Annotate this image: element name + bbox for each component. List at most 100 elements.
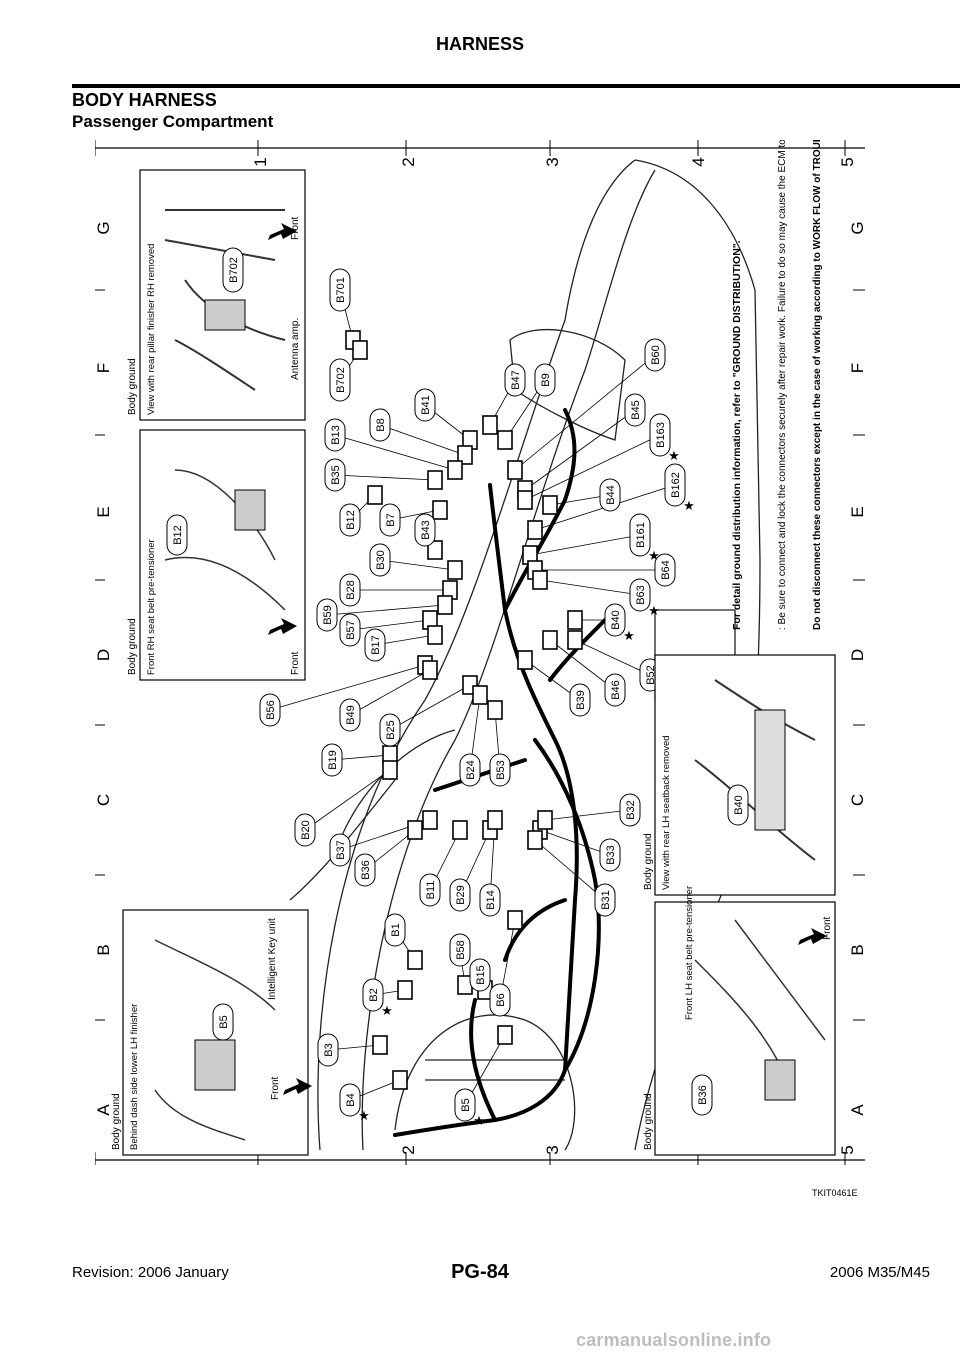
leader-line <box>544 809 631 821</box>
figure-id: TKIT0461E <box>812 1188 858 1198</box>
grid-row-label: E <box>848 506 865 517</box>
inset-label: Intelligent Key unit <box>267 918 278 1000</box>
connector-block <box>567 610 583 630</box>
connector-label: B30 <box>375 550 387 570</box>
connector-label: B41 <box>420 395 432 415</box>
connector-block <box>517 490 533 510</box>
connector-label: B6 <box>495 993 507 1006</box>
inset-label: Antenna amp. <box>290 318 301 380</box>
connector-callout: B20 <box>294 813 316 847</box>
connector-label: B14 <box>485 890 497 910</box>
inset-connector-label: B12 <box>172 525 184 545</box>
connector-label: B63 <box>635 585 647 605</box>
connector-callout: B47 <box>504 363 526 397</box>
connector-label: B58 <box>455 940 467 960</box>
connector-block <box>407 820 423 840</box>
connector-label: B53 <box>495 760 507 780</box>
connector-block <box>472 685 488 705</box>
grid-column-label: 4 <box>689 157 708 166</box>
connector-callout: B12 <box>339 503 361 537</box>
connector-callout: B24 <box>459 753 481 787</box>
inset-caption: Front RH seat belt pre-tensioner <box>146 539 157 675</box>
connector-block <box>497 430 513 450</box>
star-marker-icon: ★ <box>473 1113 485 1128</box>
connector-label: B57 <box>345 620 357 640</box>
connector-callout: B36 <box>354 853 376 887</box>
connector-callout: B161 <box>629 513 651 557</box>
grid-row-label: C <box>95 794 113 806</box>
connector-callout: B56 <box>259 693 281 727</box>
connector-block <box>457 445 473 465</box>
grid-row-label: A <box>95 1104 113 1116</box>
connector-label: B33 <box>605 845 617 865</box>
title-rule <box>72 84 960 88</box>
connector-callout: B3 <box>317 1033 339 1067</box>
connector-callout: B9 <box>534 363 556 397</box>
connector-callout: B28 <box>339 573 361 607</box>
footer-page-number: PG-84 <box>451 1261 509 1283</box>
connector-callout: B57 <box>339 613 361 647</box>
connector-callout: B31 <box>594 883 616 917</box>
connector-label: B31 <box>600 890 612 910</box>
connector-callout: B4 <box>339 1083 361 1117</box>
connector-block <box>437 595 453 615</box>
star-marker-icon: ★ <box>648 603 660 618</box>
connector-callout: B45 <box>624 393 646 427</box>
connector-label: B163 <box>655 422 667 448</box>
connector-label: B45 <box>630 400 642 420</box>
leader-line <box>539 829 611 856</box>
connector-label: B1 <box>390 923 402 936</box>
connector-block <box>452 820 468 840</box>
connector-label: B36 <box>360 860 372 880</box>
page-title: HARNESS <box>435 34 524 54</box>
connector-callout: B60 <box>644 338 666 372</box>
connector-callout: B6 <box>489 983 511 1017</box>
leader-line <box>524 434 661 501</box>
grid-column-label: 5 <box>838 157 857 166</box>
grid-column-label: 2 <box>399 1145 418 1154</box>
connector-label: B64 <box>660 560 672 580</box>
grid-row-label: F <box>95 363 113 373</box>
inset-ground-label: Body ground <box>643 833 654 890</box>
grid-row-label: G <box>848 221 865 234</box>
inset-caption: View with rear pillar finisher RH remove… <box>146 244 157 415</box>
connector-callout: B13 <box>324 418 346 452</box>
connector-callout: B25 <box>379 713 401 747</box>
grid-column-label: 3 <box>543 1145 562 1154</box>
connector-block <box>527 830 543 850</box>
connector-callout: B19 <box>321 743 343 777</box>
connector-label: B56 <box>265 700 277 720</box>
leader-line <box>326 604 446 616</box>
connector-label: B25 <box>385 720 397 740</box>
connector-callout: B46 <box>604 673 626 707</box>
connector-label: B4 <box>345 1093 357 1106</box>
connector-callout: B59 <box>316 598 338 632</box>
connector-block <box>567 630 583 650</box>
connector-callout: B11 <box>419 873 441 907</box>
connector-callout: B37 <box>329 833 351 867</box>
section-subtitle: Passenger Compartment <box>72 112 274 131</box>
connector-block <box>497 1025 513 1045</box>
leader-line <box>524 409 636 491</box>
connector-block <box>422 660 438 680</box>
connector-block <box>542 495 558 515</box>
connector-label: B161 <box>635 522 647 548</box>
connector-label: B44 <box>605 485 617 505</box>
star-marker-icon: ★ <box>683 498 695 513</box>
inset-front-label: Front <box>290 651 301 675</box>
connector-block <box>427 540 443 560</box>
leader-line <box>379 559 456 571</box>
section-title: BODY HARNESS <box>72 90 217 110</box>
inset-connector-label: B36 <box>697 1085 709 1105</box>
connector-callout: B39 <box>569 683 591 717</box>
leader-line <box>334 474 436 481</box>
inset-ground-label: Body ground <box>111 1093 122 1150</box>
star-note: : Be sure to connect and lock the connec… <box>777 140 788 630</box>
grid-column-label: 1 <box>251 157 270 166</box>
connector-label: B13 <box>330 425 342 445</box>
connector-label: B7 <box>385 513 397 526</box>
connector-callout: B64 <box>654 553 676 587</box>
connector-callout: B8 <box>369 408 391 442</box>
connector-block <box>537 810 553 830</box>
connector-callout: B162 <box>664 463 686 507</box>
